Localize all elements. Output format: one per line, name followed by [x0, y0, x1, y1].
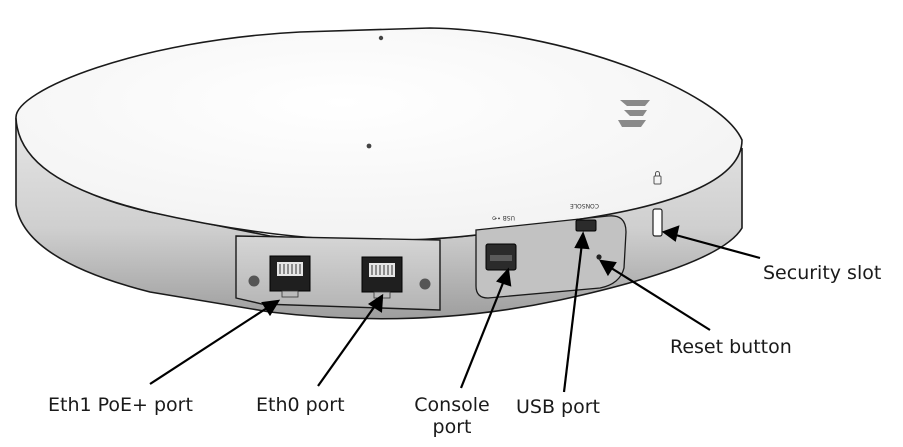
brand-logo-icon [618, 100, 650, 127]
eth0-port-label: Eth0 port [256, 394, 345, 416]
console-arrow [459, 267, 512, 389]
top-led-dot [378, 35, 384, 41]
eth0-port [361, 256, 403, 299]
security-slot-arrow [661, 225, 761, 260]
usb-mark-text: USB •⟲ [492, 214, 515, 221]
eth1-poe-port-label: Eth1 PoE+ port [48, 394, 193, 416]
usb-port-label: USB port [516, 396, 600, 418]
reset-button-arrow [598, 259, 711, 331]
security-slot-label: Security slot [763, 262, 882, 284]
reset-button-label: Reset button [670, 336, 792, 358]
console-port-label: Console port [414, 394, 490, 438]
console-usb-panel [475, 215, 627, 299]
ethernet-port-panel [235, 235, 441, 311]
center-led-dot [366, 143, 372, 149]
eth1-poe-port [269, 255, 311, 298]
usb-port-opening [575, 219, 597, 232]
lock-icon [653, 171, 662, 185]
usb-arrow [562, 231, 590, 393]
console-mark-text: CONSOLE [570, 202, 599, 209]
eth1-arrow [149, 299, 281, 385]
security-slot [652, 208, 663, 237]
device-top-surface [15, 27, 743, 242]
eth0-arrow [317, 293, 384, 387]
panel-screw-right [419, 278, 431, 290]
panel-screw-left [248, 275, 260, 287]
reset-button-hole [596, 254, 602, 260]
